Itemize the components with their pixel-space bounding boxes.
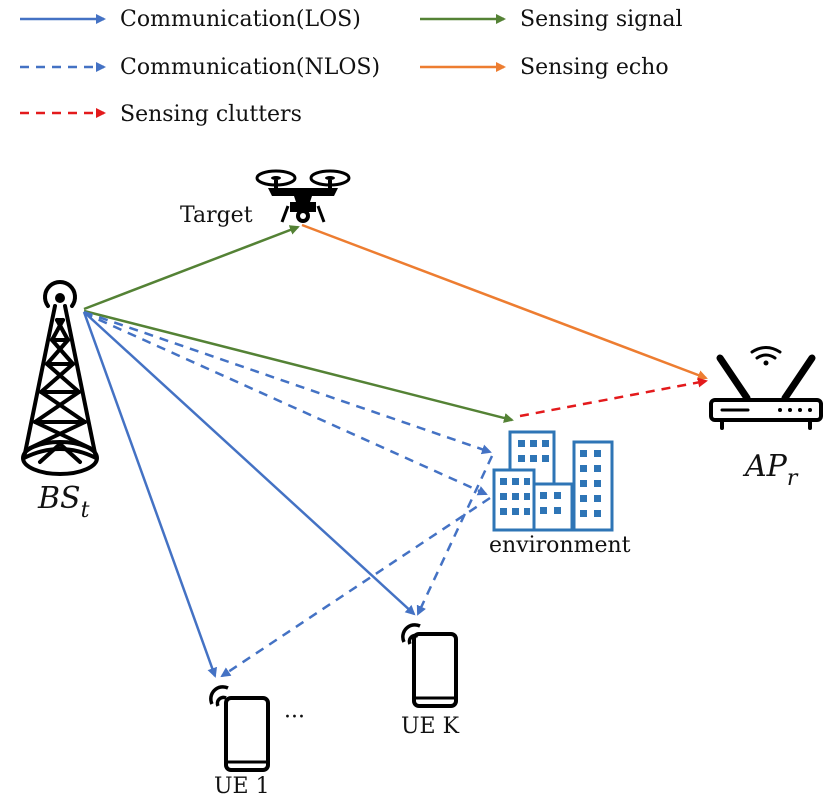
target-label: Target: [180, 203, 253, 228]
environment-label: environment: [489, 533, 631, 558]
link-environment-uek-nlos: [416, 455, 494, 616]
legend-label-nlos: Communication(NLOS): [120, 55, 380, 80]
link-bs-uek-los: [83, 311, 416, 616]
smartphone-icon: [401, 623, 458, 708]
smartphone-icon: [209, 685, 270, 772]
link-bs-environment-sensing: [83, 309, 514, 423]
legend-item-sensing-echo: Sensing echo: [420, 55, 669, 80]
link-bs-environment-nlos-1: [83, 310, 492, 455]
link-environment-ap-clutter: [519, 377, 708, 418]
links: [82, 223, 708, 678]
legend-label-los: Communication(LOS): [120, 7, 361, 32]
legend-item-sensing-signal: Sensing signal: [420, 7, 683, 32]
link-bs-ue1-los: [82, 311, 217, 678]
legend-item-clutter: Sensing clutters: [20, 102, 302, 127]
link-bs-target-sensing: [83, 225, 300, 311]
ap-label: APr: [742, 449, 799, 491]
legend-item-nlos: Communication(NLOS): [20, 55, 380, 80]
link-target-ap-echo: [301, 223, 708, 380]
link-environment-ue1-nlos: [220, 496, 491, 678]
wifi-router-icon: [709, 346, 823, 430]
ue1-label: UE 1: [214, 774, 270, 799]
legend-label-clutter: Sensing clutters: [120, 102, 302, 127]
uek-label: UE K: [401, 714, 460, 739]
legend-label-sensing-signal: Sensing signal: [520, 7, 683, 32]
buildings-icon: [492, 430, 614, 532]
cell-tower-icon: [21, 280, 99, 476]
legend: Communication(LOS) Communication(NLOS) S…: [20, 7, 683, 127]
legend-label-sensing-echo: Sensing echo: [520, 55, 669, 80]
drone-icon: [255, 169, 351, 223]
link-bs-environment-nlos-2: [83, 311, 488, 496]
legend-item-los: Communication(LOS): [20, 7, 361, 32]
bs-label: BSt: [37, 481, 90, 523]
ue-ellipsis: ···: [284, 705, 305, 730]
